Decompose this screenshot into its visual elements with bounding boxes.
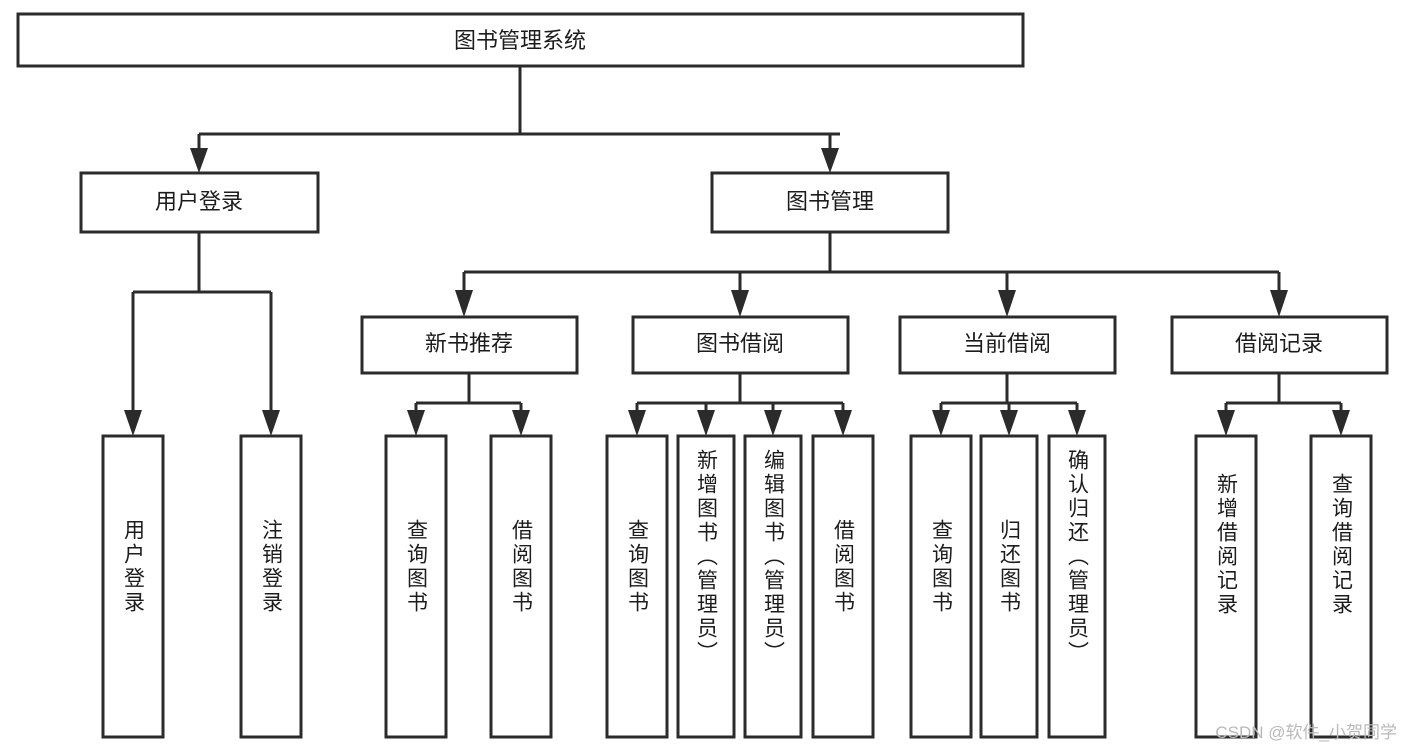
leaf-book-borrow-2[interactable]: 新增图书（管理员） — [676, 434, 736, 739]
leaf-book-borrow-3-label: 编辑图书（管理员） — [762, 449, 786, 665]
arrow-head-cb-leaf-3 — [1068, 410, 1086, 436]
node-user-login-label: 用户登录 — [155, 189, 243, 214]
node-book-borrow-box[interactable] — [631, 315, 850, 375]
leaf-borrow-record-1-label: 新增借阅记录 — [1215, 473, 1239, 617]
arrow-head-cb-leaf-1 — [932, 410, 950, 436]
node-book-borrow[interactable]: 图书借阅 — [631, 315, 850, 375]
node-new-book-recommend[interactable]: 新书推荐 — [360, 315, 579, 375]
arrow-head-leaf-logout — [262, 410, 280, 436]
leaf-borrow-record-1-box[interactable] — [1194, 434, 1258, 739]
node-borrow-record[interactable]: 借阅记录 — [1170, 315, 1389, 375]
leaf-user-login-2[interactable]: 注销登录 — [239, 434, 303, 739]
leaf-user-login-2-box[interactable] — [239, 434, 303, 739]
node-current-borrow-label: 当前借阅 — [963, 331, 1051, 356]
arrow-head-bb-leaf-2 — [697, 410, 715, 436]
arrow-head-br-leaf-1 — [1217, 410, 1235, 436]
node-borrow-record-box[interactable] — [1170, 315, 1389, 375]
leaf-current-borrow-1-label: 查询图书 — [930, 519, 954, 615]
connectors-root-to-level2 — [190, 66, 840, 173]
leaf-new-book-2-box[interactable] — [489, 434, 553, 739]
arrow-head-new-book — [455, 290, 473, 317]
leaf-book-borrow-1-box[interactable] — [605, 434, 669, 739]
leaf-current-borrow-3-label: 确认归还（管理员） — [1066, 449, 1090, 665]
leaf-current-borrow-3[interactable]: 确认归还（管理员） — [1047, 434, 1107, 739]
leaf-book-borrow-3[interactable]: 编辑图书（管理员） — [743, 434, 803, 739]
leaf-current-borrow-1-box[interactable] — [909, 434, 973, 739]
leaf-book-borrow-4-label: 借阅图书 — [832, 519, 856, 615]
node-book-manage-label: 图书管理 — [786, 189, 874, 214]
leaf-book-borrow-3-box[interactable] — [743, 434, 803, 739]
leaf-book-borrow-2-label: 新增图书（管理员） — [695, 449, 719, 665]
leaf-borrow-record-2[interactable]: 查询借阅记录 — [1309, 434, 1373, 739]
leaf-borrow-record-1[interactable]: 新增借阅记录 — [1194, 434, 1258, 739]
node-root-box[interactable] — [16, 12, 1025, 68]
connectors-new-book-to-leaves — [407, 373, 530, 436]
leaf-new-book-1-box[interactable] — [384, 434, 448, 739]
node-new-book-recommend-box[interactable] — [360, 315, 579, 375]
csdn-watermark: CSDN @软件_小贺同学 — [1215, 723, 1397, 742]
leaf-book-borrow-1[interactable]: 查询图书 — [605, 434, 669, 739]
node-book-manage[interactable]: 图书管理 — [710, 171, 950, 234]
leaf-book-borrow-2-box[interactable] — [676, 434, 736, 739]
leaf-user-login-1[interactable]: 用户登录 — [101, 434, 165, 739]
arrow-head-user-login — [190, 148, 208, 173]
arrow-head-br-leaf-2 — [1332, 410, 1350, 436]
arrow-head-book-borrow — [731, 290, 749, 317]
node-book-borrow-label: 图书借阅 — [696, 331, 784, 356]
arrow-head-nb-leaf-2 — [512, 410, 530, 436]
connectors-book-manage-to-level3 — [455, 232, 1288, 317]
leaf-book-borrow-1-label: 查询图书 — [626, 519, 650, 615]
arrow-head-cb-leaf-2 — [1000, 410, 1018, 436]
node-root[interactable]: 图书管理系统 — [16, 12, 1025, 68]
node-current-borrow-box[interactable] — [898, 315, 1117, 375]
leaf-current-borrow-2[interactable]: 归还图书 — [979, 434, 1039, 739]
leaf-current-borrow-2-box[interactable] — [979, 434, 1039, 739]
arrow-head-current-borrow — [998, 290, 1016, 317]
connectors-borrow-record-to-leaves — [1217, 373, 1350, 436]
leaf-book-borrow-4-box[interactable] — [811, 434, 875, 739]
node-root-label: 图书管理系统 — [454, 28, 586, 53]
arrow-head-borrow-record — [1270, 290, 1288, 317]
leaf-current-borrow-1[interactable]: 查询图书 — [909, 434, 973, 739]
node-new-book-recommend-label: 新书推荐 — [425, 331, 513, 356]
leaf-borrow-record-2-box[interactable] — [1309, 434, 1373, 739]
leaf-current-borrow-3-box[interactable] — [1047, 434, 1107, 739]
node-user-login-box[interactable] — [79, 171, 320, 234]
leaf-new-book-2-label: 借阅图书 — [510, 519, 534, 615]
connectors-current-borrow-to-leaves — [932, 373, 1086, 436]
connectors-book-borrow-to-leaves — [628, 373, 852, 436]
node-borrow-record-label: 借阅记录 — [1235, 331, 1323, 356]
leaf-current-borrow-2-label: 归还图书 — [998, 519, 1022, 615]
arrow-head-bb-leaf-3 — [764, 410, 782, 436]
arrow-head-leaf-user-login — [124, 410, 142, 436]
leaf-user-login-1-box[interactable] — [101, 434, 165, 739]
node-current-borrow[interactable]: 当前借阅 — [898, 315, 1117, 375]
leaf-book-borrow-4[interactable]: 借阅图书 — [811, 434, 875, 739]
leaf-new-book-1-label: 查询图书 — [405, 519, 429, 615]
arrow-head-bb-leaf-1 — [628, 410, 646, 436]
arrow-head-book-manage — [821, 148, 839, 173]
node-user-login[interactable]: 用户登录 — [79, 171, 320, 234]
arrow-head-nb-leaf-1 — [407, 410, 425, 436]
leaf-user-login-1-label: 用户登录 — [122, 519, 146, 615]
leaf-borrow-record-2-label: 查询借阅记录 — [1330, 473, 1354, 617]
leaf-new-book-1[interactable]: 查询图书 — [384, 434, 448, 739]
arrow-head-bb-leaf-4 — [834, 410, 852, 436]
leaf-new-book-2[interactable]: 借阅图书 — [489, 434, 553, 739]
node-book-manage-box[interactable] — [710, 171, 950, 234]
connectors-user-login-to-leaves — [124, 232, 280, 436]
leaf-user-login-2-label: 注销登录 — [260, 519, 284, 615]
